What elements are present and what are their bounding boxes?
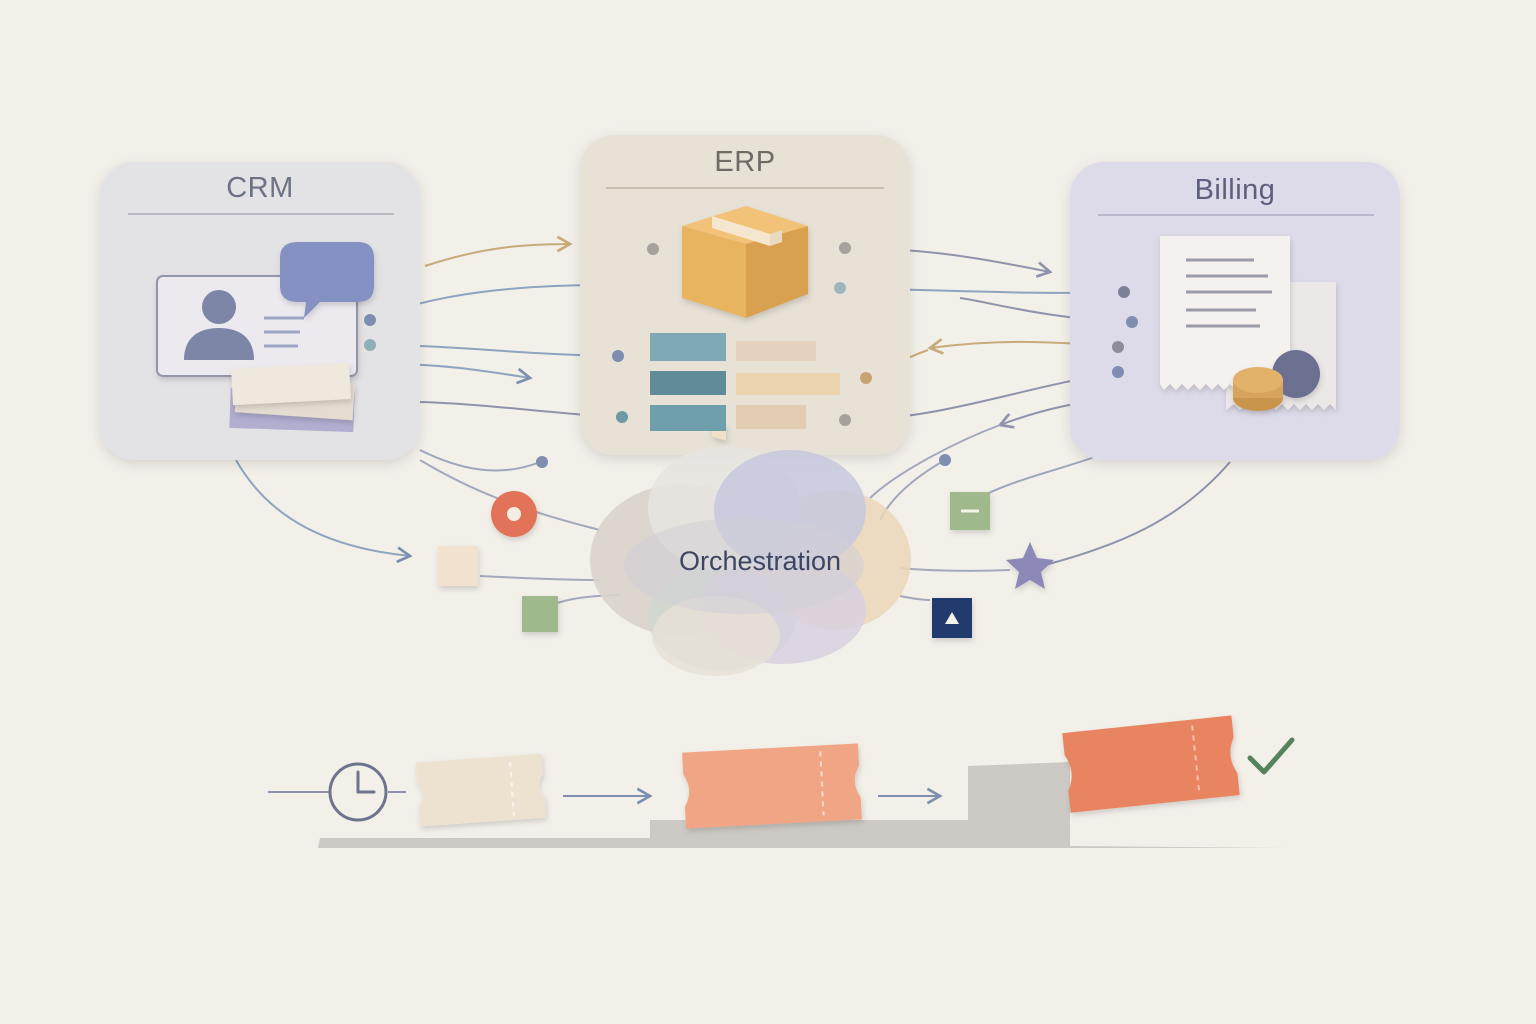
billing-panel (1070, 162, 1400, 460)
ticket-icon (1062, 715, 1240, 813)
ticket-icon (682, 743, 862, 829)
square-token-icon (522, 596, 558, 632)
crm-panel (100, 162, 420, 460)
ticket-icon (415, 753, 547, 827)
erp-panel (580, 135, 910, 455)
paper-stack-icon (229, 362, 356, 433)
ring-token-icon (491, 491, 537, 537)
invoice-receipt-icon (1160, 236, 1336, 410)
coin-icon (1233, 350, 1320, 411)
orchestration-hub (590, 446, 911, 676)
clock-icon (328, 762, 388, 822)
speech-bubble-icon (280, 242, 374, 318)
star-token-icon (1006, 542, 1054, 589)
ticket-timeline (268, 715, 1295, 848)
triangle-token-icon (932, 598, 972, 638)
minus-token-icon (950, 492, 990, 530)
package-box-icon (682, 206, 808, 441)
data-blocks-icon (650, 333, 840, 431)
check-icon (1247, 737, 1295, 775)
square-token-icon (438, 546, 478, 586)
